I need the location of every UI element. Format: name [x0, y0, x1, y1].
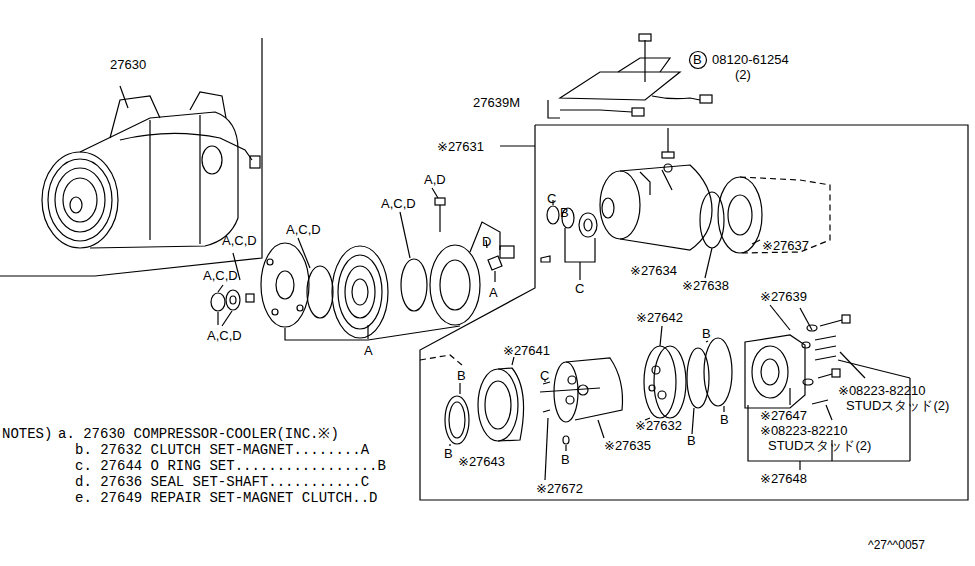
letter-key: B — [457, 368, 466, 383]
callout-number: ※27631 — [437, 139, 484, 154]
letter-key: A,C,D — [203, 268, 238, 283]
callout-number: ※27648 — [760, 471, 807, 486]
callout-number: 27630 — [110, 57, 146, 72]
callout-number: ※27647 — [760, 408, 807, 423]
callout-number: ※08223-82210 — [838, 383, 926, 398]
callout-number: 08120-61254 — [712, 52, 789, 67]
letter-key: B — [702, 326, 711, 341]
callout-number: STUDスタッド(2) — [846, 398, 949, 413]
note-text: a. 27630 COMPRESSOR-COOLER(INC.※) — [58, 427, 339, 442]
letter-key: A — [364, 343, 373, 358]
letter-key: D — [482, 234, 491, 249]
letter-key: B — [561, 452, 570, 467]
letter-key: C — [575, 281, 584, 296]
watermark: ^27^^0057 — [868, 538, 925, 553]
callout-number: ※08223-82210 — [760, 423, 848, 438]
note-text: b. 27632 CLUTCH SET-MAGNET........A — [75, 443, 369, 458]
callout-number: STUDスタッド(2) — [768, 438, 871, 453]
letter-key: B — [687, 433, 696, 448]
letter-key: C — [540, 368, 549, 383]
letter-key: C — [547, 191, 556, 206]
letter-key: B — [560, 205, 569, 220]
callout-number: (2) — [735, 67, 751, 82]
letter-key: B — [720, 412, 729, 427]
callout-number: ※27638 — [682, 278, 729, 293]
letter-key: A,D — [424, 172, 446, 187]
letter-key: B — [444, 446, 453, 461]
note-text: d. 27636 SEAL SET-SHAFT...........C — [75, 475, 369, 490]
letter-key: A,C,D — [286, 222, 321, 237]
letter-key: A,C,D — [381, 196, 416, 211]
note-text: NOTES) — [2, 427, 52, 442]
callout-number: 27639M — [473, 95, 520, 110]
callout-number: ※27639 — [760, 289, 807, 304]
callout-number: ※27635 — [604, 438, 651, 453]
letter-key: A,C,D — [222, 233, 257, 248]
callout-number: ※27637 — [762, 238, 809, 253]
callout-number: ※27641 — [503, 343, 550, 358]
callout-number: ※27672 — [536, 481, 583, 496]
letter-key: A,C,D — [207, 328, 242, 343]
callout-number: ※27642 — [636, 310, 683, 325]
note-text: c. 27644 O RING SET.................B — [75, 459, 386, 474]
callout-number: ※27643 — [458, 454, 505, 469]
callout-number: ※27632 — [635, 418, 682, 433]
note-text: e. 27649 REPAIR SET-MAGNET CLUTCH..D — [75, 491, 377, 506]
letter-key: A — [489, 285, 498, 300]
callout-number: ※27634 — [630, 263, 677, 278]
letter-key: B — [693, 52, 702, 67]
